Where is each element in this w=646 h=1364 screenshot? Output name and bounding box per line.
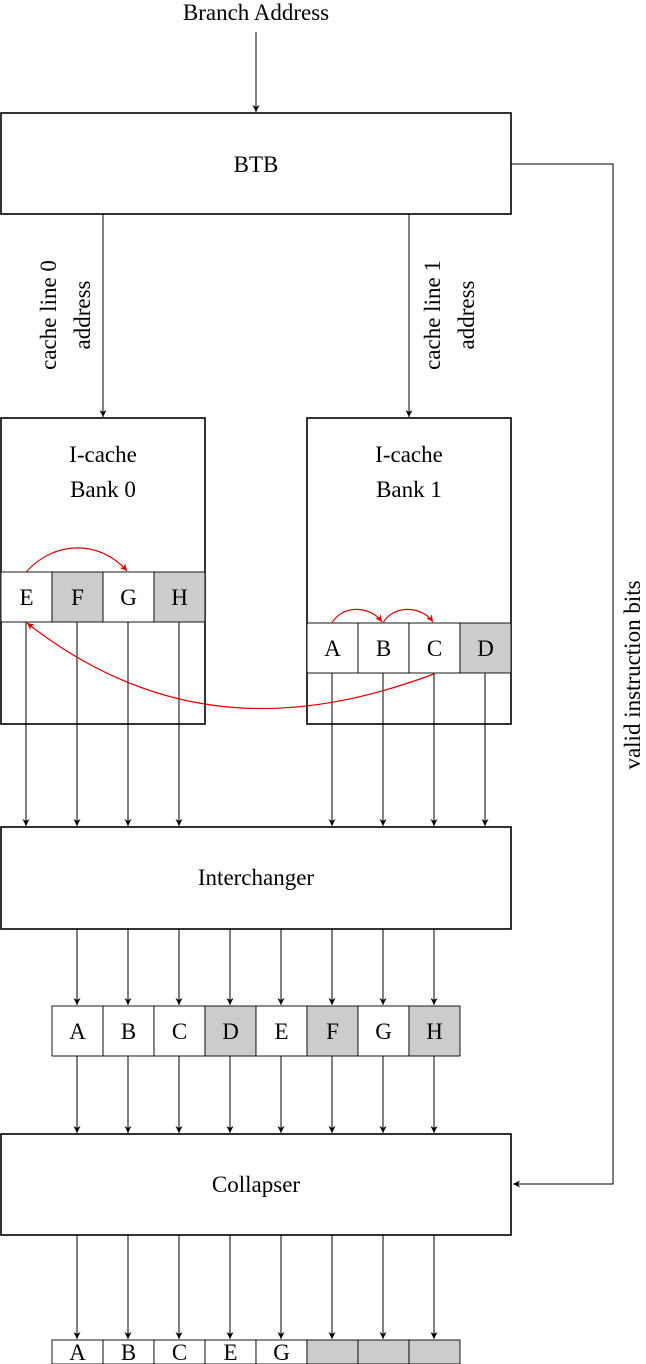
btb-box xyxy=(0,112,512,215)
red-arrow-b-to-c xyxy=(382,608,434,624)
red-arrow-e-to-f xyxy=(25,547,128,573)
collapsed-row-cell xyxy=(306,1339,359,1364)
interchanged-row-cell xyxy=(306,1005,359,1057)
interchanged-row-cell-label: F xyxy=(326,1019,339,1044)
bank-1-cell xyxy=(408,622,461,674)
interchanged-row-cell xyxy=(408,1005,461,1057)
bank-1-label-1: I-cache xyxy=(375,442,443,467)
collapsed-row-cell-label: G xyxy=(273,1340,290,1364)
interchanged-row-cell xyxy=(357,1005,410,1057)
bank-1-cell-label: B xyxy=(376,636,391,661)
red-arrow-a-to-b xyxy=(331,608,383,624)
bank-0-cell-label: F xyxy=(71,585,84,610)
branch-address-label: Branch Address xyxy=(183,0,329,25)
collapsed-row-cell xyxy=(255,1339,308,1364)
collapsed-row-cell xyxy=(153,1339,206,1364)
cache-line-0-address: address xyxy=(70,280,95,349)
bank-1-cell-label: C xyxy=(427,636,442,661)
bank-1-cell xyxy=(306,622,359,674)
bank-0-label-2: Bank 0 xyxy=(70,477,136,502)
interchanged-row-cell-label: D xyxy=(222,1019,239,1044)
interchanged-row-cell-label: H xyxy=(426,1019,443,1044)
bank-0-cell xyxy=(153,571,206,623)
interchanged-row-cell xyxy=(204,1005,257,1057)
collapsed-row-cell-label: B xyxy=(121,1340,136,1364)
bank-1-cell-label: A xyxy=(324,636,341,661)
collapsed-row-cell-label: A xyxy=(69,1340,86,1364)
collapser-box xyxy=(0,1133,512,1236)
btb-label: BTB xyxy=(234,152,279,177)
collapser-label: Collapser xyxy=(212,1172,300,1197)
bank-0-cell-label: G xyxy=(120,585,137,610)
icache-bank-0 xyxy=(0,417,206,725)
interchanged-row-cell-label: A xyxy=(69,1019,86,1044)
collapsed-row-cell xyxy=(357,1339,410,1364)
bank-0-cell-label: E xyxy=(19,585,33,610)
interchanged-row-cell xyxy=(51,1005,104,1057)
collapsed-row-cell xyxy=(408,1339,461,1364)
valid-bits-label: valid instruction bits xyxy=(620,580,645,769)
bank-1-cell xyxy=(357,622,410,674)
cache-line-1-label: cache line 1 xyxy=(420,260,445,370)
collapsed-row-cell xyxy=(102,1339,155,1364)
interchanged-row-cell-label: G xyxy=(375,1019,392,1044)
bank-1-cell-label: D xyxy=(477,636,494,661)
bank-0-cell-label: H xyxy=(171,585,188,610)
interchanged-row-cell xyxy=(102,1005,155,1057)
cache-line-0-label: cache line 0 xyxy=(36,260,61,370)
valid-bits-arrow xyxy=(511,163,614,1188)
interchanger-label: Interchanger xyxy=(198,865,315,890)
interchanged-row-cell-label: E xyxy=(274,1019,288,1044)
interchanged-row-cell-label: B xyxy=(121,1019,136,1044)
bank-0-label-1: I-cache xyxy=(69,442,137,467)
bank-1-label-2: Bank 1 xyxy=(376,477,442,502)
collapsed-row-cell xyxy=(204,1339,257,1364)
interchanged-row-cell-label: C xyxy=(172,1019,187,1044)
cache-line-1-address: address xyxy=(454,280,479,349)
interchanged-row-cell xyxy=(153,1005,206,1057)
collapsed-row-cell-label: E xyxy=(223,1340,237,1364)
interchanged-row-cell xyxy=(255,1005,308,1057)
collapsed-row-cell-label: C xyxy=(172,1340,187,1364)
interchanger-box xyxy=(0,826,512,930)
red-arrow-c-to-e xyxy=(26,622,435,710)
